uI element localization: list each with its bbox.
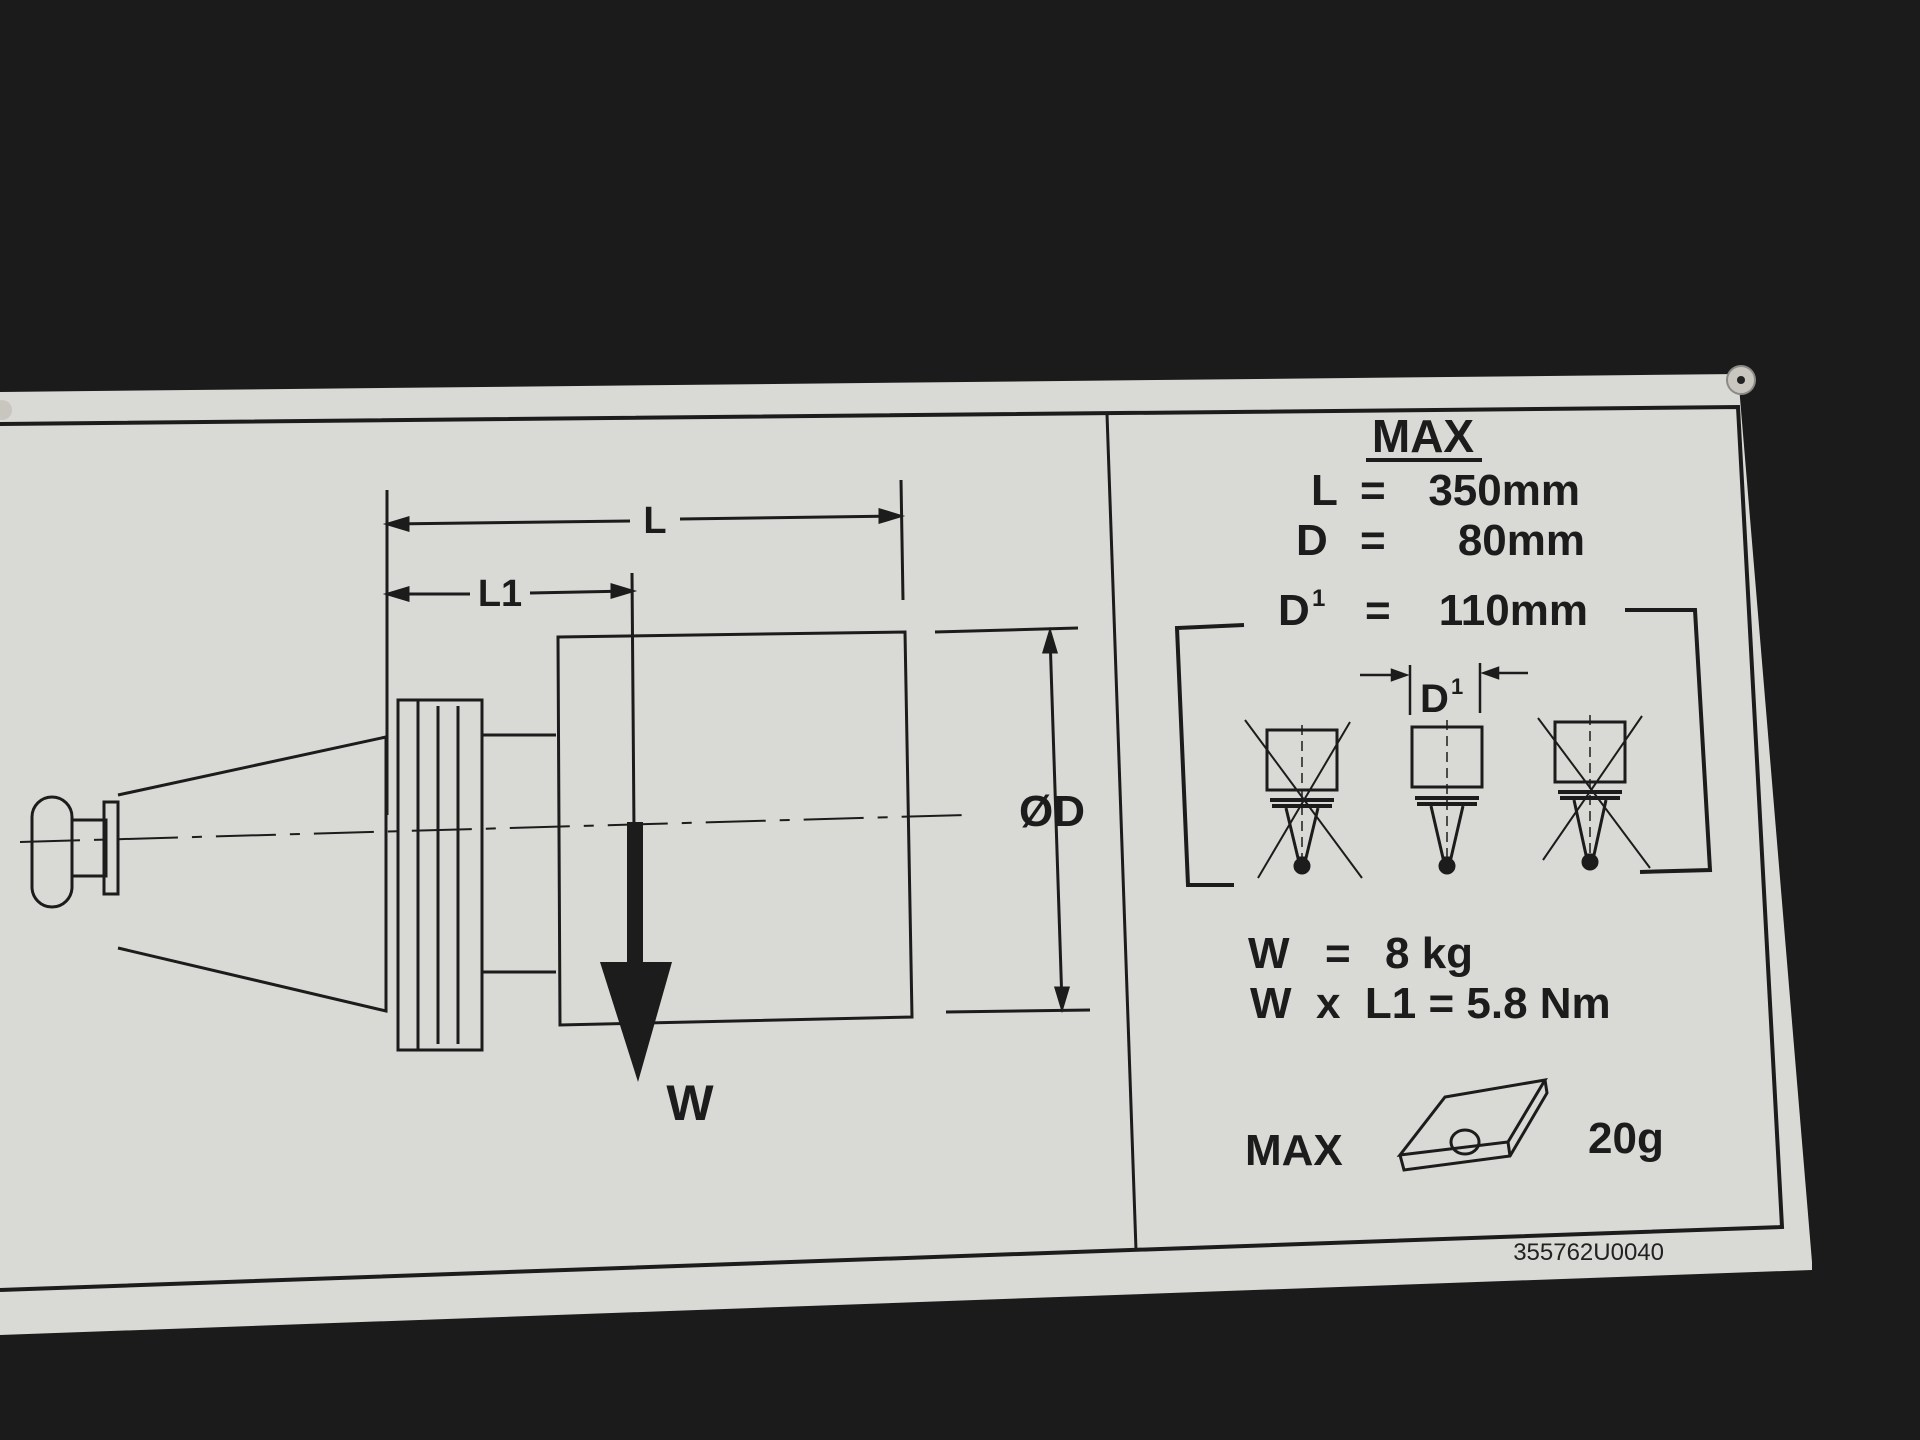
panel-divider xyxy=(1105,413,1138,1251)
max-heading: MAX xyxy=(1372,410,1475,462)
weight-arrow-label: W xyxy=(666,1075,714,1131)
weight-arrow-icon xyxy=(600,962,672,1082)
insert-max-label: MAX xyxy=(1245,1126,1343,1175)
spec-D-eq: = xyxy=(1360,516,1386,565)
tool-holder-diagram xyxy=(19,479,1091,1052)
insert-max-value: 20g xyxy=(1588,1114,1664,1163)
d1-marker-superscript: 1 xyxy=(1451,674,1463,699)
weight-symbol: W xyxy=(1248,929,1290,978)
bracket-left xyxy=(1174,623,1245,887)
spec-D-value: 80mm xyxy=(1458,516,1585,565)
weight-arrow-shaft xyxy=(627,822,643,967)
plate-border xyxy=(0,404,1785,1292)
spec-L-symbol: L xyxy=(1311,466,1338,515)
bracket-right xyxy=(1625,608,1713,874)
diameter-label: ØD xyxy=(1019,787,1085,836)
moment-spec: W x L1 = 5.8 Nm xyxy=(1250,979,1611,1028)
spec-D1-value: 110mm xyxy=(1439,586,1588,635)
spec-L-value: 350mm xyxy=(1428,466,1580,515)
dimension-L1-label: L1 xyxy=(478,573,522,615)
rivet-icon xyxy=(0,400,12,420)
weight-value: 8 kg xyxy=(1385,929,1473,978)
dimension-L-label: L xyxy=(643,500,666,542)
spec-L-eq: = xyxy=(1360,466,1386,515)
d1-marker xyxy=(1360,663,1528,715)
cutting-insert-icon xyxy=(1396,1077,1549,1172)
d1-marker-symbol: D xyxy=(1420,677,1449,721)
label-plate xyxy=(0,374,1812,1335)
part-number: 355762U0040 xyxy=(1513,1239,1664,1266)
spec-D1-eq: = xyxy=(1365,586,1391,635)
weight-eq: = xyxy=(1325,929,1351,978)
tool-icon-oversize-right xyxy=(1537,715,1651,871)
spec-D-symbol: D xyxy=(1296,516,1328,565)
spec-D1-symbol: D xyxy=(1278,586,1310,635)
spec-D1-superscript: 1 xyxy=(1312,585,1325,612)
rivet-hole-icon xyxy=(1737,376,1745,384)
tool-icon-oversize-left xyxy=(1244,719,1363,879)
tool-icon-allowed xyxy=(1410,720,1484,875)
